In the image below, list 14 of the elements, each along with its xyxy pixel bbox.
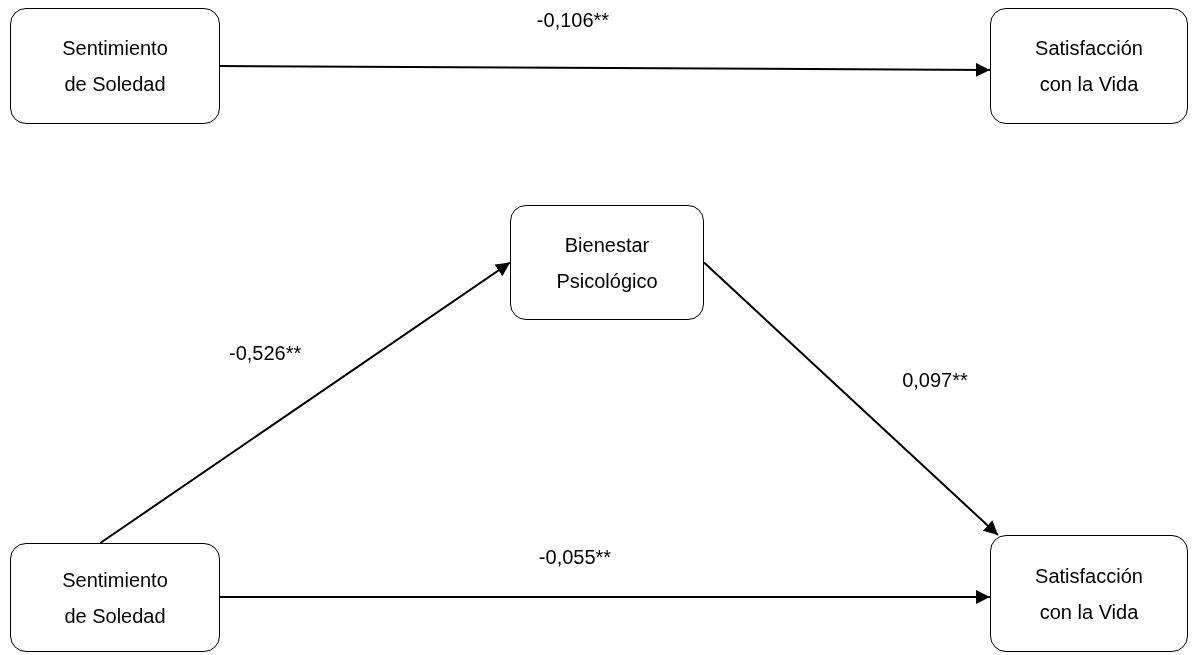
variable-box bbox=[990, 8, 1188, 124]
arrow bbox=[219, 62, 991, 77]
arrow bbox=[99, 261, 511, 544]
variable-box bbox=[510, 205, 704, 320]
arrow bbox=[703, 261, 999, 536]
variable-name: Satisfacción con la Vida bbox=[1034, 36, 1144, 97]
variable-name: Bienestar Psicológico bbox=[555, 232, 659, 294]
variable-name: Sentimiento de Soledad bbox=[61, 36, 169, 97]
variable-box bbox=[990, 535, 1188, 652]
arrow bbox=[219, 590, 991, 604]
variable-name: Satisfacción con la Vida bbox=[1034, 563, 1144, 625]
variable-box bbox=[10, 543, 220, 652]
variable-name: Sentimiento de Soledad bbox=[61, 567, 169, 629]
variable-box bbox=[10, 8, 220, 124]
